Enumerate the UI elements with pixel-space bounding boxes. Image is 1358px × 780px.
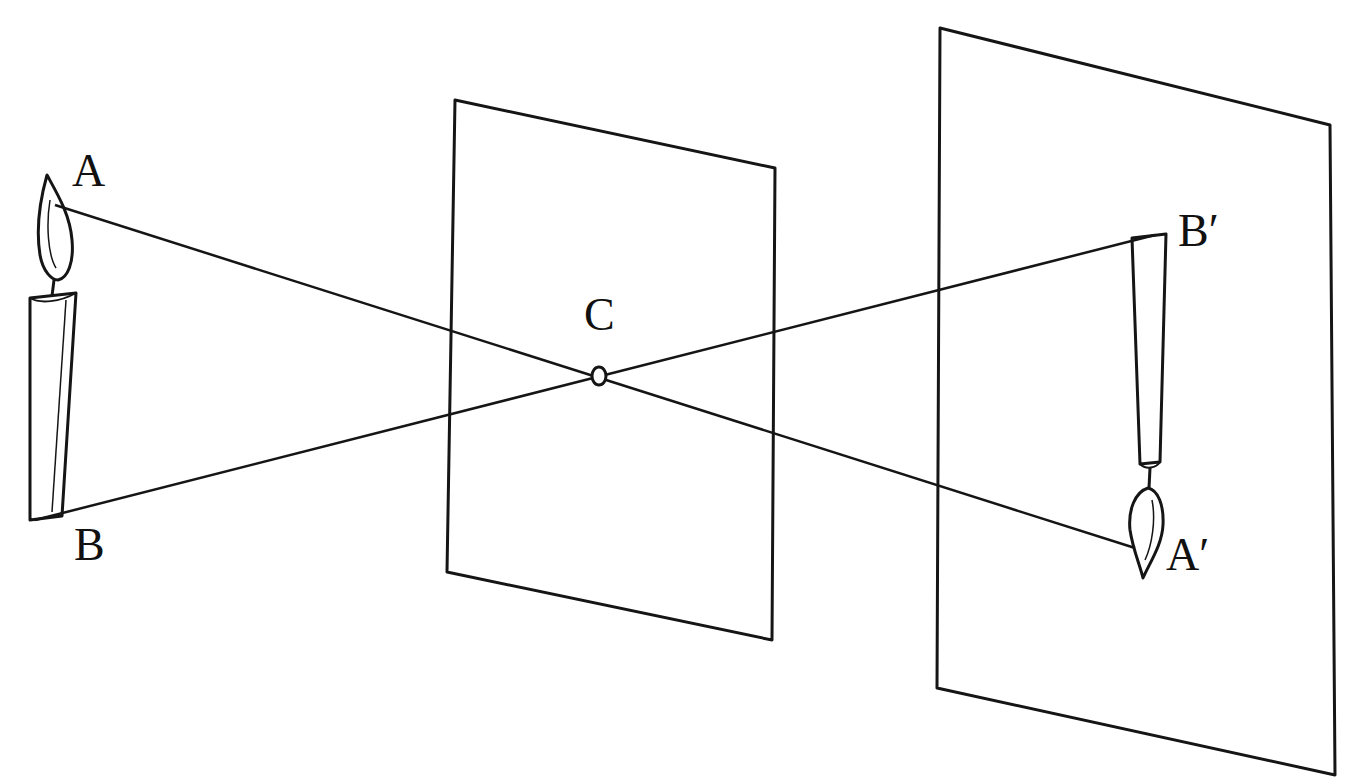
candle <box>30 175 76 520</box>
pinhole-screen <box>447 100 775 640</box>
point-label: A′ <box>1166 532 1209 578</box>
candle-image <box>1130 234 1166 578</box>
pinhole <box>592 367 606 385</box>
light-ray <box>35 235 1155 520</box>
point-label: C <box>584 292 615 338</box>
point-label: A <box>72 148 105 194</box>
light-ray <box>55 205 1135 548</box>
point-label: B′ <box>1178 208 1219 254</box>
image-screen <box>937 28 1335 775</box>
point-label: B <box>74 522 105 568</box>
